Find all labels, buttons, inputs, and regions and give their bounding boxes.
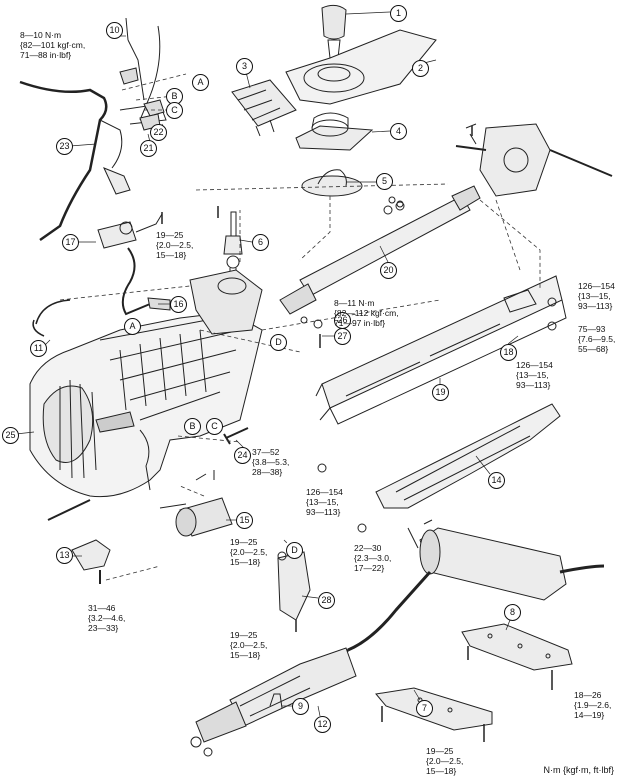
torque-spec-15: 19—25 {2.0—2.5, 15—18} [230, 537, 268, 567]
crossmember-part [315, 275, 567, 425]
callout-9: 9 [292, 698, 309, 715]
lower-bracket-part [47, 499, 111, 584]
callout-16: 16 [170, 296, 187, 313]
torque-spec-right-lower: 126—154 {13—15, 93—113} [516, 360, 553, 390]
insulator-part [295, 112, 374, 151]
callout-7: 7 [416, 700, 433, 717]
callout-5: 5 [376, 173, 393, 190]
torque-spec-crossmember: 126—154 {13—15, 93—113} [306, 487, 343, 517]
callout-27: 27 [334, 328, 351, 345]
callout-22: 22 [150, 124, 167, 141]
torque-spec-right-middle: 75—93 {7.6—9.5, 55—68} [578, 324, 616, 354]
callout-17: 17 [62, 234, 79, 251]
callout-12: 12 [314, 716, 331, 733]
units-legend: N·m {kgf·m, ft·lbf} [543, 765, 614, 775]
torque-spec-right-upper: 126—154 {13—15, 93—113} [578, 281, 615, 311]
torque-spec-7: 19—25 {2.0—2.5, 15—18} [426, 746, 464, 776]
callout-23: 23 [56, 138, 73, 155]
leader-lines [15, 11, 519, 717]
torque-spec-24: 37—52 {3.8—5.3, 28—38} [252, 447, 290, 477]
torque-spec-shaft: 8—11 N·m {82—112 kgf·cm, 71—97 in·lbf} [334, 298, 399, 328]
marker-a-top: A [192, 74, 209, 91]
callout-20: 20 [380, 262, 397, 279]
torque-spec-8: 18—26 {1.9—2.6, 14—19} [574, 690, 612, 720]
marker-c-low: C [206, 418, 223, 435]
callout-6: 6 [252, 234, 269, 251]
torque-spec-14: 22—30 {2.3—3.0, 17—22} [354, 543, 392, 573]
callout-18: 18 [500, 344, 517, 361]
reference-lines [59, 73, 541, 581]
oxygen-sensor-part [269, 693, 283, 709]
callout-14: 14 [488, 472, 505, 489]
marker-d-mid: D [270, 334, 287, 351]
callout-13: 13 [56, 547, 73, 564]
callout-1: 1 [390, 5, 407, 22]
marker-c-top: C [166, 102, 183, 119]
marker-b-low: B [184, 418, 201, 435]
callout-28: 28 [318, 592, 335, 609]
catalytic-converter-part [190, 647, 357, 748]
rear-hanger-part [375, 687, 493, 742]
mounting-bracket-part [119, 67, 165, 131]
callout-19: 19 [432, 384, 449, 401]
callout-25: 25 [2, 427, 19, 444]
marker-d-low: D [286, 542, 303, 559]
callout-2: 2 [412, 60, 429, 77]
callout-10: 10 [106, 22, 123, 39]
transmission-bolt-part [223, 427, 249, 445]
callout-24: 24 [234, 447, 251, 464]
torque-spec-28: 19—25 {2.0—2.5, 15—18} [230, 630, 268, 660]
heat-shield-part [375, 403, 561, 509]
rear-differential-part [455, 123, 613, 197]
transmission-part [29, 269, 263, 498]
shift-lever-bracket-part [231, 79, 297, 137]
propeller-shaft-part [279, 185, 481, 315]
callout-11: 11 [30, 340, 47, 357]
exhaust-hanger-part [461, 623, 573, 690]
callout-15: 15 [236, 512, 253, 529]
callout-8: 8 [504, 604, 521, 621]
dust-boot-part [301, 169, 363, 197]
callout-4: 4 [390, 123, 407, 140]
main-silencer-part [407, 519, 605, 601]
clip-wire-part [32, 299, 71, 337]
torque-spec-17: 19—25 {2.0—2.5, 15—18} [156, 230, 194, 260]
torque-spec-10: 8—10 N·m {82—101 kgf·cm, 71—88 in·lbf} [20, 30, 86, 60]
starter-part [159, 470, 233, 537]
torque-spec-13: 31—46 {3.2—4.6, 23—33} [88, 603, 126, 633]
sensor-part [97, 213, 163, 249]
callout-21: 21 [140, 140, 157, 157]
marker-a-mid: A [124, 318, 141, 335]
callout-3: 3 [236, 58, 253, 75]
fastener-group-part [161, 126, 557, 757]
